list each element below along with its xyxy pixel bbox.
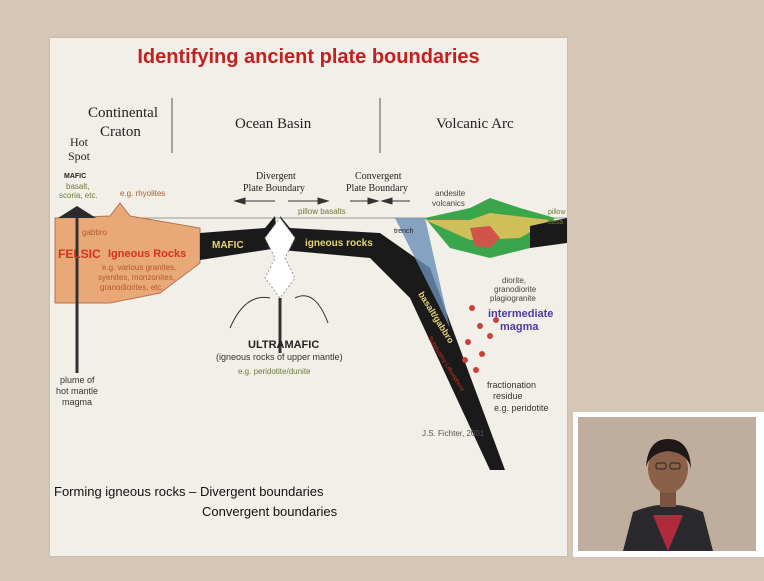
label-rhyolites: e.g. rhyolites [120, 189, 165, 198]
label-igneous-mid: igneous rocks [305, 238, 373, 249]
label-intermediate: intermediate [488, 308, 553, 320]
label-plume-1: plume of [60, 375, 95, 385]
label-plume-2: hot mantle [56, 386, 98, 396]
label-andesite: andesite [435, 189, 466, 198]
label-plume-3: magma [62, 397, 92, 407]
label-peridotite: e.g. peridotite [494, 403, 549, 413]
region-label: Volcanic Arc [436, 116, 514, 132]
label-plagiogranite: plagiogranite [490, 294, 536, 303]
label-syenites: syenites, monzonites, [98, 273, 175, 282]
label-convergent-2: Plate Boundary [346, 183, 408, 194]
label-mafic: MAFIC [212, 240, 244, 251]
speaker-video-frame [573, 412, 764, 557]
label-ultramafic: ULTRAMAFIC [248, 339, 319, 351]
slide: Identifying ancient plate boundaries Con… [50, 38, 567, 556]
hot-spot-volcano [58, 206, 96, 218]
region-label: Craton [100, 124, 141, 140]
label-granites: e.g. various granites, [102, 263, 176, 272]
speaker-figure [578, 417, 756, 551]
label-igneous-left: Igneous Rocks [108, 248, 186, 260]
label-divergent-1: Divergent [256, 171, 296, 182]
label-fractionation: fractionation [487, 380, 536, 390]
plate-boundary-diagram: Continental Craton Ocean Basin Volcanic … [50, 98, 567, 478]
label-basalt: basalt, [66, 182, 90, 191]
hot-spot-label: Spot [68, 149, 91, 163]
speaker-video [578, 417, 756, 551]
label-pillow-basalts: pillow basalts [298, 207, 346, 216]
label-felsic: FELSIC [58, 247, 101, 261]
diagram-credit: J.S. Fichter, 2001 [422, 429, 485, 438]
region-label: Ocean Basin [235, 116, 312, 132]
label-ultramafic-sub: (igneous rocks of upper mantle) [216, 352, 343, 362]
label-residue: residue [493, 391, 523, 401]
caption-convergent: Convergent boundaries [202, 504, 337, 519]
hot-spot-label: Hot [70, 135, 89, 149]
label-mafic-small: MAFIC [64, 173, 86, 180]
label-volcanics: volcanics [432, 199, 465, 208]
label-divergent-2: Plate Boundary [243, 183, 305, 194]
label-gabbro: gabbro [82, 228, 107, 237]
region-label: Continental [88, 105, 158, 121]
label-peridotite-dunite: e.g. peridotite/dunite [238, 367, 311, 376]
label-pillow-right-1: pillow [548, 209, 566, 216]
label-scoria: scoria, etc. [59, 191, 98, 200]
label-pillow-right-2: basa [548, 219, 563, 226]
label-granodiorite: granodiorite [494, 285, 537, 294]
label-granodiorites: granodiorites, etc. [100, 283, 164, 292]
caption-divergent: Forming igneous rocks – Divergent bounda… [54, 484, 324, 499]
slide-title: Identifying ancient plate boundaries [50, 46, 567, 69]
label-magma: magma [500, 321, 539, 333]
label-convergent-1: Convergent [355, 171, 402, 182]
label-trench: trench [394, 228, 414, 235]
label-diorite: diorite, [502, 276, 526, 285]
